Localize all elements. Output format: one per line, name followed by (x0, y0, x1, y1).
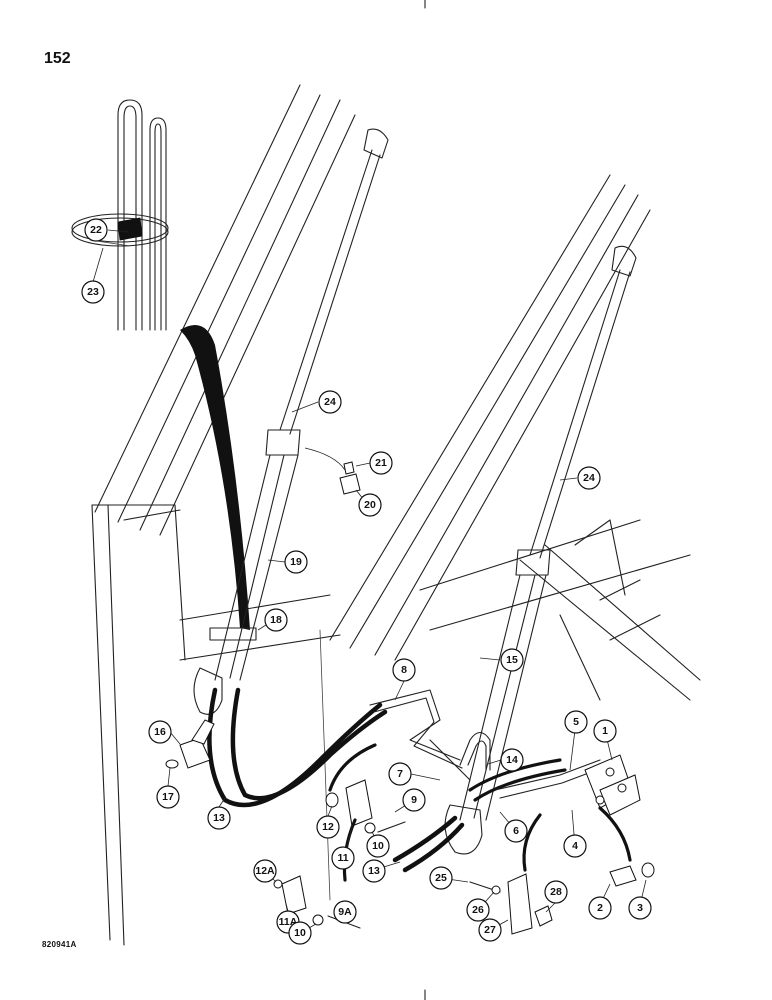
callout: 21 (369, 451, 393, 475)
callout: 12 (316, 815, 340, 839)
hydraulic-hoses (207, 687, 567, 873)
callout: 11 (331, 846, 355, 870)
hose-clip (117, 217, 143, 241)
svg-text:3: 3 (637, 902, 643, 914)
svg-text:25: 25 (435, 872, 447, 884)
svg-text:18: 18 (270, 614, 282, 626)
callout: 26 (466, 898, 490, 922)
callout: 27 (478, 918, 502, 942)
callout: 2 (588, 896, 612, 920)
callout: 1 (593, 719, 617, 743)
control-valve-block (584, 754, 641, 816)
svg-text:15: 15 (506, 654, 518, 666)
elbow-fitting (165, 719, 215, 769)
svg-text:11: 11 (337, 852, 348, 864)
svg-text:6: 6 (513, 825, 519, 837)
svg-text:12: 12 (322, 821, 334, 833)
callout: 22 (84, 218, 108, 242)
svg-text:10: 10 (294, 927, 306, 939)
callout: 5 (564, 710, 588, 734)
svg-text:4: 4 (572, 840, 578, 852)
svg-text:13: 13 (368, 865, 380, 877)
svg-text:24: 24 (324, 396, 336, 408)
callout: 8 (392, 658, 416, 682)
svg-text:22: 22 (90, 224, 102, 236)
svg-text:9A: 9A (338, 906, 352, 918)
svg-text:19: 19 (290, 556, 302, 568)
callout: 23 (81, 280, 105, 304)
svg-text:10: 10 (372, 840, 384, 852)
callout: 13 (207, 806, 231, 830)
callout: 12A (253, 859, 277, 883)
callout: 19 (284, 550, 308, 574)
svg-text:9: 9 (411, 794, 417, 806)
svg-text:2: 2 (597, 902, 603, 914)
callout: 4 (563, 834, 587, 858)
svg-text:12A: 12A (255, 865, 275, 877)
svg-text:5: 5 (573, 716, 579, 728)
callout: 10 (288, 921, 312, 945)
hose-pointer-swoosh (180, 325, 250, 630)
callout: 3 (628, 896, 652, 920)
clamp-hardware (273, 779, 655, 935)
callout: 17 (156, 785, 180, 809)
hydraulic-tube-loop (117, 99, 167, 331)
callout: 20 (358, 493, 382, 517)
right-lift-cylinder (444, 245, 637, 855)
callout: 7 (388, 762, 412, 786)
svg-text:23: 23 (87, 286, 99, 298)
loader-frame-lines (91, 84, 701, 946)
svg-text:1: 1 (602, 725, 608, 737)
svg-text:28: 28 (550, 886, 562, 898)
callout: 14 (500, 748, 524, 772)
svg-text:16: 16 (154, 726, 166, 738)
callout: 9A (333, 900, 357, 924)
callout: 15 (500, 648, 524, 672)
callouts: 22 23 24 21 20 24 19 18 15 8 16 17 14 5 … (81, 218, 652, 945)
grease-fitting (304, 447, 361, 495)
callout: 13 (362, 859, 386, 883)
svg-text:20: 20 (364, 499, 376, 511)
callout: 18 (264, 608, 288, 632)
svg-text:17: 17 (162, 791, 174, 803)
svg-text:7: 7 (397, 768, 403, 780)
svg-text:26: 26 (472, 904, 484, 916)
figure-code: 820941A (42, 940, 77, 949)
svg-text:27: 27 (484, 924, 496, 936)
svg-text:24: 24 (583, 472, 595, 484)
page-number: 152 (44, 50, 71, 67)
callout: 25 (429, 866, 453, 890)
svg-text:14: 14 (506, 754, 518, 766)
callout: 28 (544, 880, 568, 904)
callout: 10 (366, 834, 390, 858)
callout: 16 (148, 720, 172, 744)
callout: 9 (402, 788, 426, 812)
svg-text:8: 8 (401, 664, 407, 676)
callout: 6 (504, 819, 528, 843)
callout: 24 (577, 466, 601, 490)
callout: 24 (318, 390, 342, 414)
svg-text:21: 21 (375, 457, 387, 469)
left-lift-cylinder (193, 128, 389, 715)
svg-text:13: 13 (213, 812, 225, 824)
